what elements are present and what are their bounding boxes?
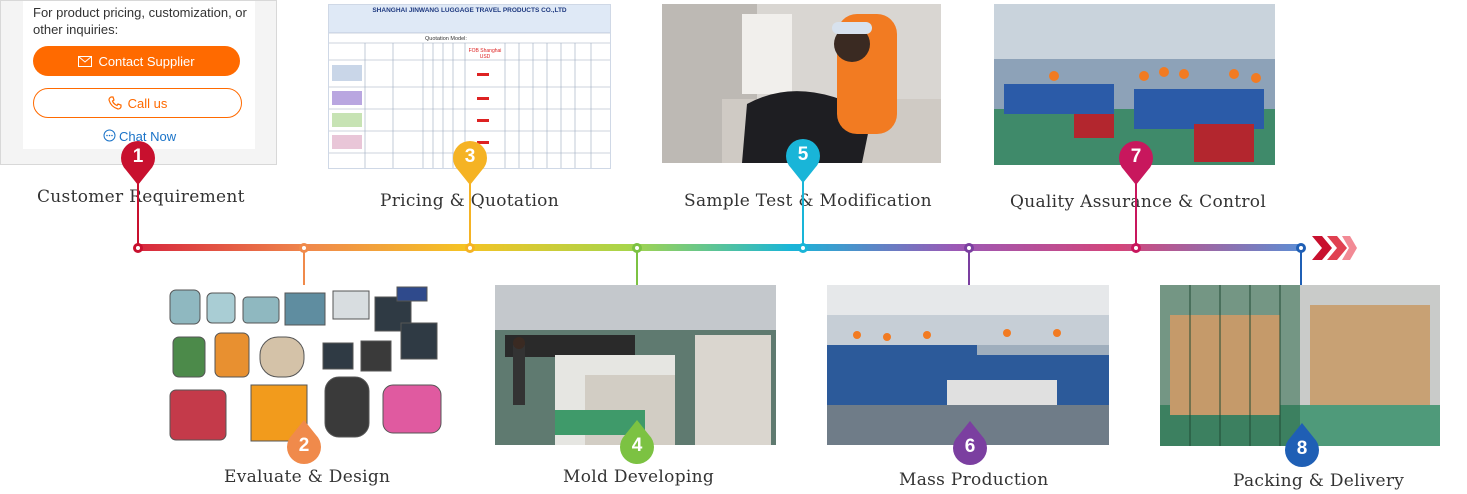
step-2-node [299, 243, 309, 253]
quality-control-photo [994, 4, 1275, 165]
step-1-badge: 1 [119, 140, 157, 186]
chat-icon [103, 129, 116, 142]
contact-supplier-button[interactable]: Contact Supplier [33, 46, 240, 76]
step-4-badge: 4 [618, 419, 656, 465]
step-8-badge: 8 [1283, 422, 1321, 468]
step-1-label: Customer Requirement [37, 187, 245, 207]
warehouse-photo [1160, 285, 1440, 446]
step-5-label: Sample Test & Modification [684, 191, 932, 211]
sample-test-photo [662, 4, 941, 163]
step-1-stem [137, 180, 139, 244]
step-4-stem [636, 251, 638, 285]
step-8-node [1296, 243, 1306, 253]
design-sketches-image [165, 285, 450, 448]
step-8-label: Packing & Delivery [1233, 471, 1405, 491]
step-8-stem [1300, 251, 1302, 285]
step-4-label: Mold Developing [563, 467, 715, 487]
step-3-badge: 3 [451, 140, 489, 186]
quotation-sheet-title: Quotation Model: [425, 36, 467, 42]
step-4-node [632, 243, 642, 253]
step-7-node [1131, 243, 1141, 253]
step-7-stem [1135, 180, 1137, 244]
call-us-button[interactable]: Call us [33, 88, 242, 118]
step-4-number: 4 [631, 435, 643, 456]
call-us-label: Call us [127, 95, 168, 111]
step-6-number: 6 [964, 436, 976, 457]
step-2-number: 2 [298, 435, 310, 456]
contact-supplier-label: Contact Supplier [98, 53, 195, 69]
chat-now-label: Chat Now [119, 129, 177, 144]
quotation-price-column: FOB Shanghai USD [468, 48, 502, 60]
mold-workshop-photo [495, 285, 776, 445]
contact-card-body: For product pricing, customization, or o… [23, 1, 255, 149]
step-3-number: 3 [464, 146, 476, 167]
step-8-number: 8 [1296, 438, 1308, 459]
step-6-label: Mass Production [899, 470, 1049, 490]
step-2-label: Evaluate & Design [224, 467, 391, 487]
quotation-company-name: SHANGHAI JINWANG LUGGAGE TRAVEL PRODUCTS… [372, 7, 567, 14]
production-floor-photo [827, 285, 1109, 445]
step-5-badge: 5 [784, 138, 822, 184]
quotation-table-graphic [329, 5, 610, 168]
step-1-node [133, 243, 143, 253]
mail-icon [78, 55, 93, 67]
inquiry-note: For product pricing, customization, or o… [33, 5, 247, 37]
step-6-node [964, 243, 974, 253]
step-6-badge: 6 [951, 420, 989, 466]
step-2-stem [303, 251, 305, 285]
step-6-stem [968, 251, 970, 285]
step-5-number: 5 [797, 144, 809, 165]
step-5-stem [802, 178, 804, 244]
step-7-number: 7 [1130, 146, 1142, 167]
step-7-badge: 7 [1117, 140, 1155, 186]
step-3-node [465, 243, 475, 253]
phone-icon [108, 96, 122, 110]
step-3-stem [469, 178, 471, 244]
step-2-badge: 2 [285, 419, 323, 465]
step-1-number: 1 [132, 146, 144, 167]
step-5-node [798, 243, 808, 253]
contact-card: For product pricing, customization, or o… [0, 0, 277, 165]
arrow-chevrons-icon [1312, 236, 1357, 260]
chat-now-link[interactable]: Chat Now [103, 129, 176, 144]
step-7-label: Quality Assurance & Control [1010, 192, 1267, 212]
